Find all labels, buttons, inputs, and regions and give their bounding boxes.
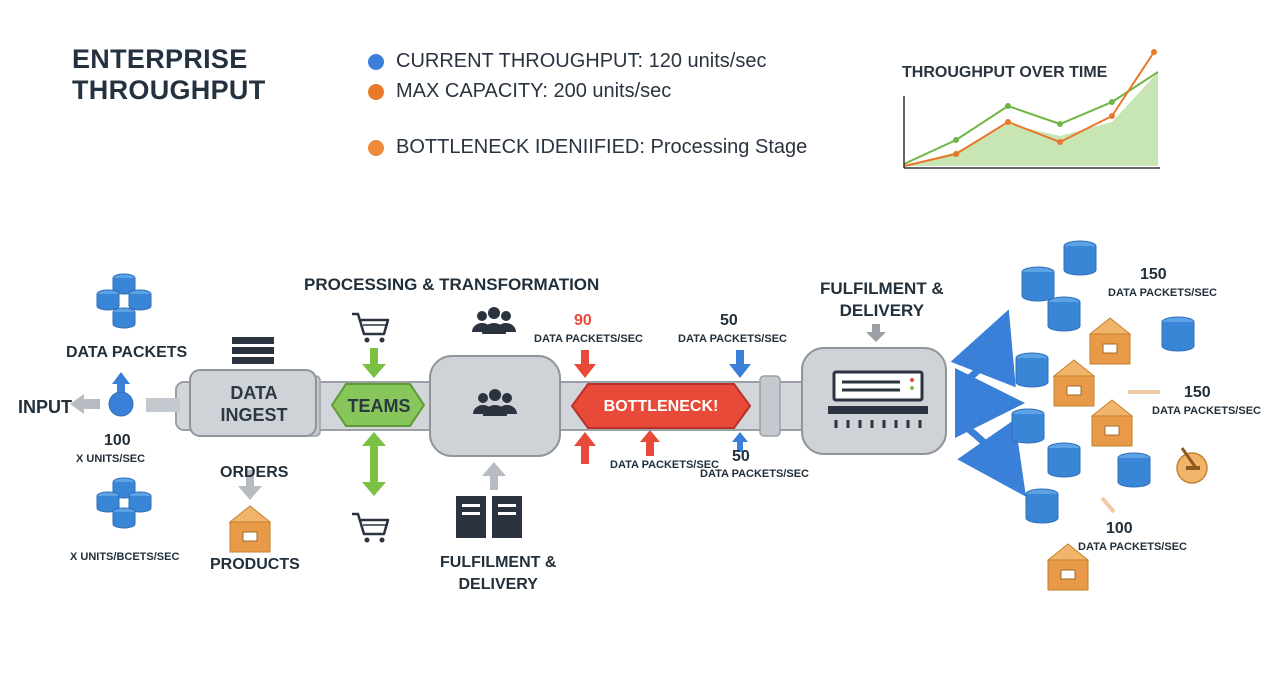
rate-50-low-unit: DATA PACKETS/SEC <box>700 468 809 480</box>
fulfilment-in-arrow <box>866 324 886 342</box>
green-arrow-down <box>362 348 386 378</box>
mini-chart-orange-line <box>903 51 1155 167</box>
red-arrow-up-small <box>640 430 660 456</box>
teams-label: TEAMS <box>347 396 411 416</box>
right-rate-150a-unit: DATA PACKETS/SEC <box>1108 287 1217 299</box>
legend-label: BOTTLENECK IDENIIFIED: Processing Stage <box>396 136 808 158</box>
fulfilment-title: FULFILMENT & DELIVERY <box>820 279 944 320</box>
rate-low-unit: DATA PACKETS/SEC <box>610 459 719 471</box>
data-packets-label: DATA PACKETS <box>66 344 188 361</box>
blue-arrow-up <box>732 432 748 452</box>
rate-50-top-value: 50 <box>720 312 738 329</box>
red-arrow-down <box>574 350 596 378</box>
processing-title: PROCESSING & TRANSFORMATION <box>304 275 600 294</box>
right-rate-150b: 150 <box>1184 384 1211 401</box>
input-stub <box>146 398 180 412</box>
mini-chart-point <box>1151 49 1157 55</box>
legend-bottleneck: BOTTLENECK IDENIIFIED: Processing Stage <box>368 136 807 159</box>
mini-chart-title: THROUGHPUT OVER TIME <box>902 64 1108 81</box>
rate-90-unit: DATA PACKETS/SEC <box>534 333 643 345</box>
red-arrow-up <box>574 432 596 464</box>
rate-50-top-unit: DATA PACKETS/SEC <box>678 333 787 345</box>
teams-hex <box>330 383 426 427</box>
mini-chart-point <box>1057 121 1063 127</box>
mini-chart-point <box>1057 139 1063 145</box>
server-rack-icon <box>232 337 274 364</box>
legend-current-throughput: CURRENT THROUGHPUT: 120 units/sec <box>368 50 766 73</box>
bottleneck-hex <box>570 383 752 429</box>
legend-label: CURRENT THROUGHPUT: 120 units/sec <box>396 50 767 72</box>
server-icon <box>456 496 522 538</box>
blue-arrow-down <box>729 350 751 378</box>
output-arrow-up <box>950 309 1016 388</box>
mini-chart-point <box>1109 99 1115 105</box>
products-label: PRODUCTS <box>210 556 300 573</box>
left-rate-value: 100 <box>104 432 131 449</box>
up-arrow <box>112 372 130 392</box>
rate-90-value: 90 <box>574 312 592 329</box>
right-rate-100: 100 <box>1106 520 1133 537</box>
orders-label: ORDERS <box>220 464 289 481</box>
ingest-box <box>189 369 317 437</box>
input-arrow <box>70 394 100 414</box>
fulfilment-bottom-label: FULFILMENT & DELIVERY <box>440 554 557 593</box>
mini-chart-point <box>953 137 959 143</box>
output-arrow-down <box>957 419 1026 497</box>
right-rate-150b-unit: DATA PACKETS/SEC <box>1152 405 1261 417</box>
left-rate-unit: X UNITS/SEC <box>76 453 146 465</box>
mini-chart-point <box>953 151 959 157</box>
mini-chart-green-line <box>903 71 1159 165</box>
ingest-label: DATA INGEST <box>220 383 288 425</box>
legend-dot-icon <box>368 53 384 70</box>
mini-chart-point <box>1005 103 1011 109</box>
left-rate-bottom: X UNITS/BCETS/SEC <box>70 551 180 563</box>
right-rate-150a: 150 <box>1140 266 1167 283</box>
faded-arrow <box>1100 496 1116 514</box>
input-node <box>108 391 134 417</box>
right-rate-100-unit: DATA PACKETS/SEC <box>1078 541 1187 553</box>
legend-dot-icon <box>368 139 384 156</box>
mini-chart <box>903 49 1160 169</box>
rate-50-low-value: 50 <box>732 448 750 465</box>
legend-dot-icon <box>368 83 384 100</box>
mini-chart-area <box>904 72 1158 166</box>
orders-arrow <box>238 470 262 500</box>
pipe-joint <box>759 375 781 437</box>
input-label: INPUT <box>18 397 72 417</box>
mini-chart-point <box>1109 113 1115 119</box>
mini-chart-point <box>1005 119 1011 125</box>
gray-arrow-up <box>482 462 506 490</box>
legend-max-capacity: MAX CAPACITY: 200 units/sec <box>368 80 671 103</box>
green-arrow-updown <box>362 432 386 496</box>
bottleneck-label: BOTTLENECK! <box>603 398 719 415</box>
machine-screen <box>832 370 924 402</box>
page-title: ENTERPRISE THROUGHPUT <box>72 44 266 105</box>
legend-label: MAX CAPACITY: 200 units/sec <box>396 80 672 102</box>
